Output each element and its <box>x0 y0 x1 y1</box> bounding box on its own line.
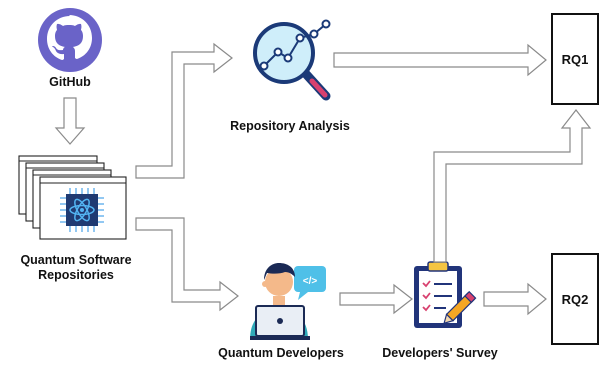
rq1-label: RQ1 <box>562 52 589 67</box>
rq2-label: RQ2 <box>562 292 589 307</box>
github-label: GitHub <box>49 75 91 89</box>
arrow-survey-to-rq1 <box>433 109 592 263</box>
magnifier-chart-icon <box>253 19 331 101</box>
repositories-label-line1: Quantum Software <box>20 253 131 267</box>
arrow-github-to-repositories <box>54 97 86 145</box>
arrow-survey-to-rq2 <box>483 282 547 316</box>
arrow-analysis-to-rq1 <box>333 43 547 77</box>
svg-text:</>: </> <box>303 276 318 287</box>
clipboard-checklist-icon <box>414 261 477 328</box>
repositories-label-line2: Repositories <box>38 268 114 282</box>
arrow-repositories-to-developers <box>135 217 239 312</box>
quantum-developers-label: Quantum Developers <box>218 346 344 360</box>
github-octocat-icon <box>38 8 102 72</box>
stacked-windows-atom-icon <box>18 155 127 240</box>
developer-laptop-icon: </> <box>250 263 326 340</box>
rq1-box <box>551 13 599 105</box>
rq2-box <box>551 253 599 345</box>
developers-survey-label: Developers' Survey <box>382 346 498 360</box>
repository-analysis-label: Repository Analysis <box>230 119 350 133</box>
arrow-developers-to-survey <box>339 283 413 315</box>
arrow-repositories-to-analysis <box>135 42 233 179</box>
